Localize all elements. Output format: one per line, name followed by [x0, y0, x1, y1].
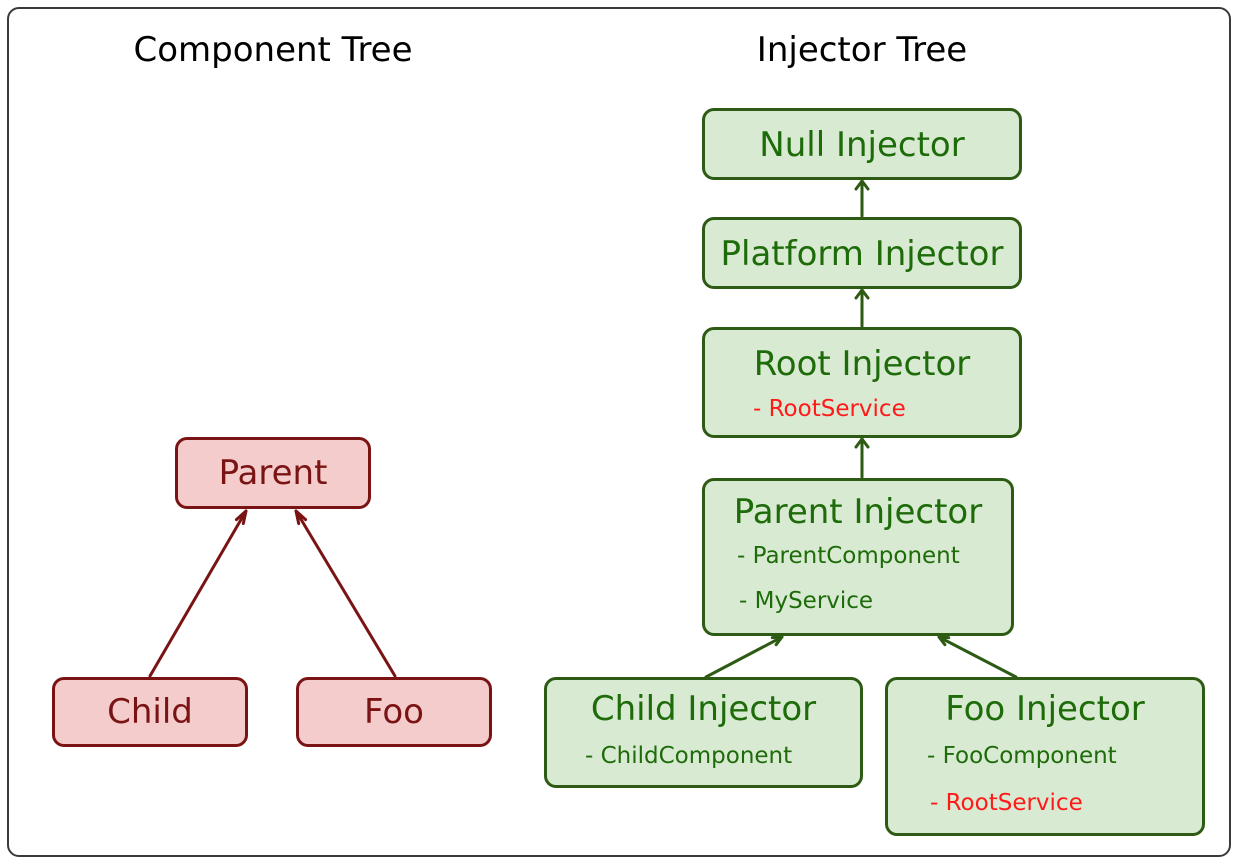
node-root-injector: Root Injector - RootService — [702, 327, 1022, 438]
arrowhead-root-platform — [854, 288, 870, 300]
root-injector-item-rootservice: - RootService — [753, 396, 906, 422]
edge-child-to-parent-injector — [704, 635, 784, 679]
edge-foo-to-parent-injector — [937, 635, 1018, 679]
node-platform-injector: Platform Injector — [702, 217, 1022, 289]
arrowhead-foo-parent — [294, 509, 308, 526]
node-foo-label: Foo — [364, 692, 424, 732]
parent-injector-item-parentcomponent: - ParentComponent — [737, 543, 960, 569]
node-parent-injector: Parent Injector - ParentComponent - MySe… — [702, 478, 1014, 636]
foo-injector-item-rootservice: - RootService — [930, 790, 1083, 816]
injector-tree-title: Injector Tree — [756, 30, 968, 70]
arrowhead-child-parent — [234, 509, 248, 526]
child-injector-title: Child Injector — [590, 689, 817, 729]
arrowhead-foo-parent-injector — [937, 635, 951, 647]
parent-injector-title: Parent Injector — [733, 492, 983, 532]
child-injector-item-childcomponent: - ChildComponent — [585, 743, 793, 769]
node-null-injector: Null Injector — [702, 108, 1022, 180]
root-injector-title: Root Injector — [753, 344, 971, 384]
foo-injector-title: Foo Injector — [945, 689, 1145, 729]
edge-foo-to-parent — [294, 509, 397, 678]
component-tree-title: Component Tree — [133, 30, 413, 70]
node-foo-injector: Foo Injector - FooComponent - RootServic… — [885, 677, 1205, 836]
foo-injector-item-foocomponent: - FooComponent — [927, 743, 1117, 769]
node-parent-label: Parent — [218, 453, 328, 493]
null-injector-title: Null Injector — [759, 125, 965, 165]
arrowhead-parent-root — [854, 437, 870, 449]
node-foo: Foo — [296, 677, 492, 747]
node-child-label: Child — [107, 692, 193, 732]
node-parent: Parent — [175, 437, 371, 509]
arrowhead-child-parent-injector — [770, 635, 784, 647]
parent-injector-item-myservice: - MyService — [739, 588, 874, 614]
node-child: Child — [52, 677, 248, 747]
platform-injector-title: Platform Injector — [720, 234, 1004, 274]
edge-child-to-parent — [148, 509, 248, 678]
arrowhead-platform-null — [854, 179, 870, 191]
node-child-injector: Child Injector - ChildComponent — [544, 677, 863, 788]
